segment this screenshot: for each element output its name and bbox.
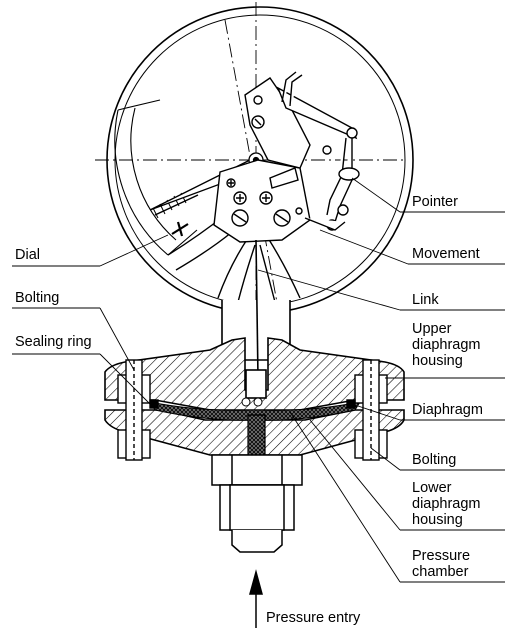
label-pressure-chamber: Pressure chamber bbox=[412, 548, 471, 580]
fitting bbox=[211, 454, 303, 553]
label-diaphragm: Diaphragm bbox=[412, 402, 483, 418]
label-upper-diaphragm-housing: Upper diaphragm housing bbox=[412, 321, 481, 369]
dial-scale bbox=[114, 99, 199, 256]
label-dial: Dial bbox=[15, 247, 40, 263]
dial-cross-mark bbox=[171, 221, 189, 237]
label-sealing-ring: Sealing ring bbox=[15, 334, 92, 350]
label-bolting-right: Bolting bbox=[412, 452, 457, 468]
label-bolting-left: Bolting bbox=[15, 290, 60, 306]
label-pressure-entry: Pressure entry bbox=[266, 610, 361, 626]
label-link: Link bbox=[412, 292, 439, 308]
diaphragm bbox=[148, 397, 362, 421]
label-lower-diaphragm-housing: Lower diaphragm housing bbox=[412, 480, 481, 528]
pressure-entry-arrow bbox=[249, 569, 263, 628]
sector-arms bbox=[244, 71, 360, 231]
label-pointer: Pointer bbox=[412, 194, 458, 210]
movement bbox=[213, 159, 311, 243]
leader-lines bbox=[12, 177, 505, 583]
label-movement: Movement bbox=[412, 246, 480, 262]
bolting bbox=[117, 359, 388, 461]
